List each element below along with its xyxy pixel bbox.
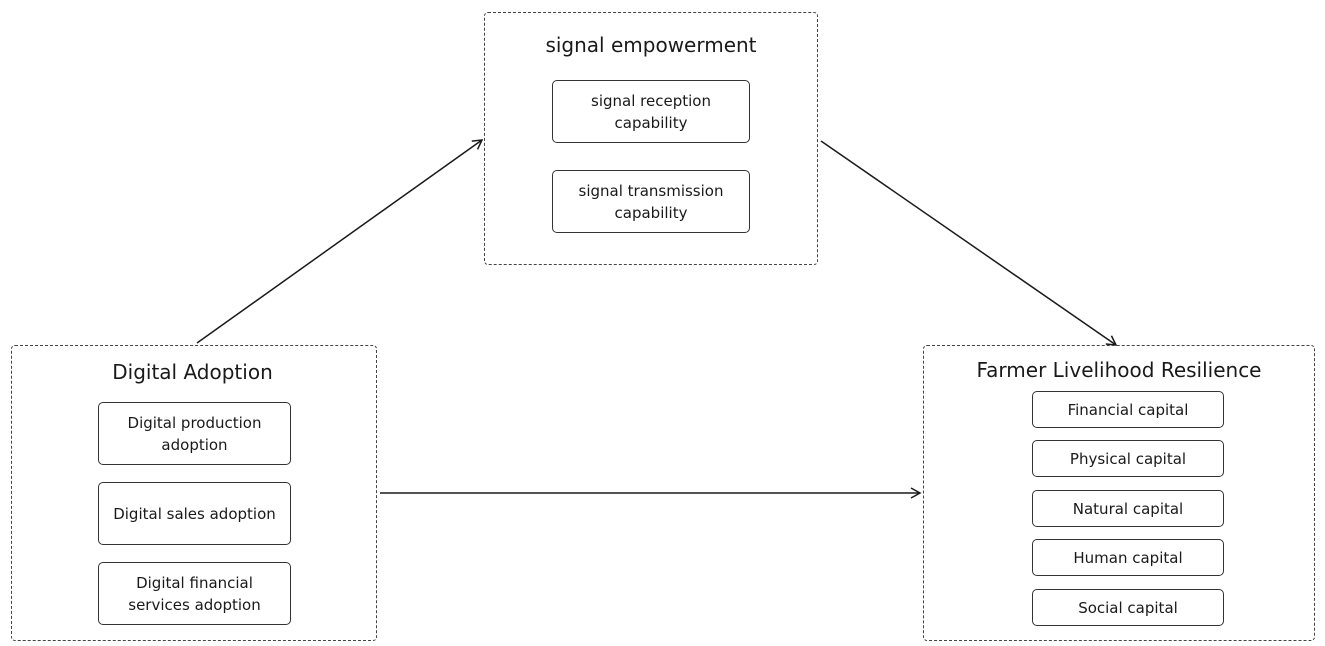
arrow-adoption-to-signal — [196, 139, 484, 344]
signal-empowerment-title: signal empowerment — [545, 33, 757, 57]
farmer-livelihood-resilience-title: Farmer Livelihood Resilience — [976, 358, 1262, 382]
digital-adoption-group: Digital Adoption Digital production adop… — [11, 345, 377, 641]
signal-transmission-capability-box: signal transmission capability — [552, 170, 750, 233]
signal-reception-capability-box: signal reception capability — [552, 80, 750, 143]
financial-capital-box: Financial capital — [1032, 391, 1224, 428]
physical-capital-box: Physical capital — [1032, 440, 1224, 477]
digital-financial-services-adoption-box: Digital financial services adoption — [98, 562, 291, 625]
farmer-livelihood-resilience-group: Farmer Livelihood Resilience Financial c… — [923, 345, 1315, 641]
human-capital-box: Human capital — [1032, 539, 1224, 576]
digital-production-adoption-box: Digital production adoption — [98, 402, 291, 465]
signal-empowerment-group: signal empowerment signal reception capa… — [484, 12, 818, 265]
arrow-signal-to-resilience — [820, 140, 1118, 346]
digital-sales-adoption-box: Digital sales adoption — [98, 482, 291, 545]
social-capital-box: Social capital — [1032, 589, 1224, 626]
natural-capital-box: Natural capital — [1032, 490, 1224, 527]
digital-adoption-title: Digital Adoption — [112, 360, 273, 384]
